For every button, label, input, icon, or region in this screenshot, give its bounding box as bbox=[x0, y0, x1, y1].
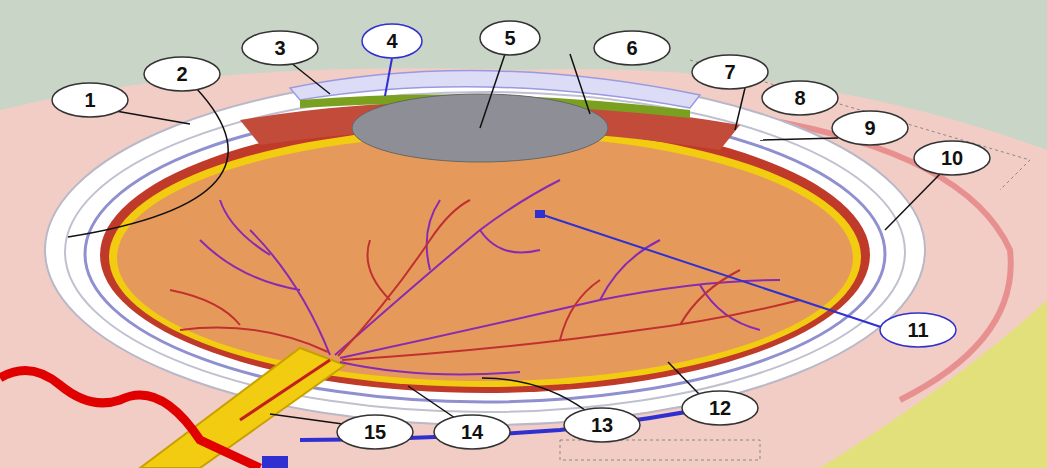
artery bbox=[0, 370, 260, 468]
leader-line bbox=[540, 214, 890, 330]
callout-number: 7 bbox=[724, 62, 735, 82]
callout-ellipses bbox=[52, 21, 990, 449]
leader-lines bbox=[68, 54, 940, 425]
retinal-vessels bbox=[170, 180, 800, 374]
sclera-layer bbox=[65, 92, 905, 412]
callout-number: 6 bbox=[626, 38, 637, 58]
callout-number: 2 bbox=[176, 64, 187, 84]
sclera bbox=[45, 75, 925, 425]
callout-number: 4 bbox=[386, 31, 397, 51]
callout-number: 3 bbox=[274, 38, 285, 58]
callout-number: 8 bbox=[794, 88, 805, 108]
callout-number: 15 bbox=[364, 422, 386, 442]
leader-line bbox=[385, 58, 392, 96]
orbit-tissue bbox=[0, 68, 1047, 468]
vein bbox=[262, 456, 288, 468]
retina-layer bbox=[109, 127, 861, 387]
vitreous-retina bbox=[117, 135, 853, 381]
callout-number: 12 bbox=[709, 398, 731, 418]
callout-number: 10 bbox=[941, 148, 963, 168]
central-artery bbox=[240, 360, 330, 420]
callout-number: 1 bbox=[84, 90, 95, 110]
callout-number: 14 bbox=[461, 422, 483, 442]
callout-number: 9 bbox=[864, 118, 875, 138]
callout-number: 5 bbox=[504, 28, 515, 48]
callout-number: 13 bbox=[591, 415, 613, 435]
callout-number: 11 bbox=[907, 320, 928, 340]
